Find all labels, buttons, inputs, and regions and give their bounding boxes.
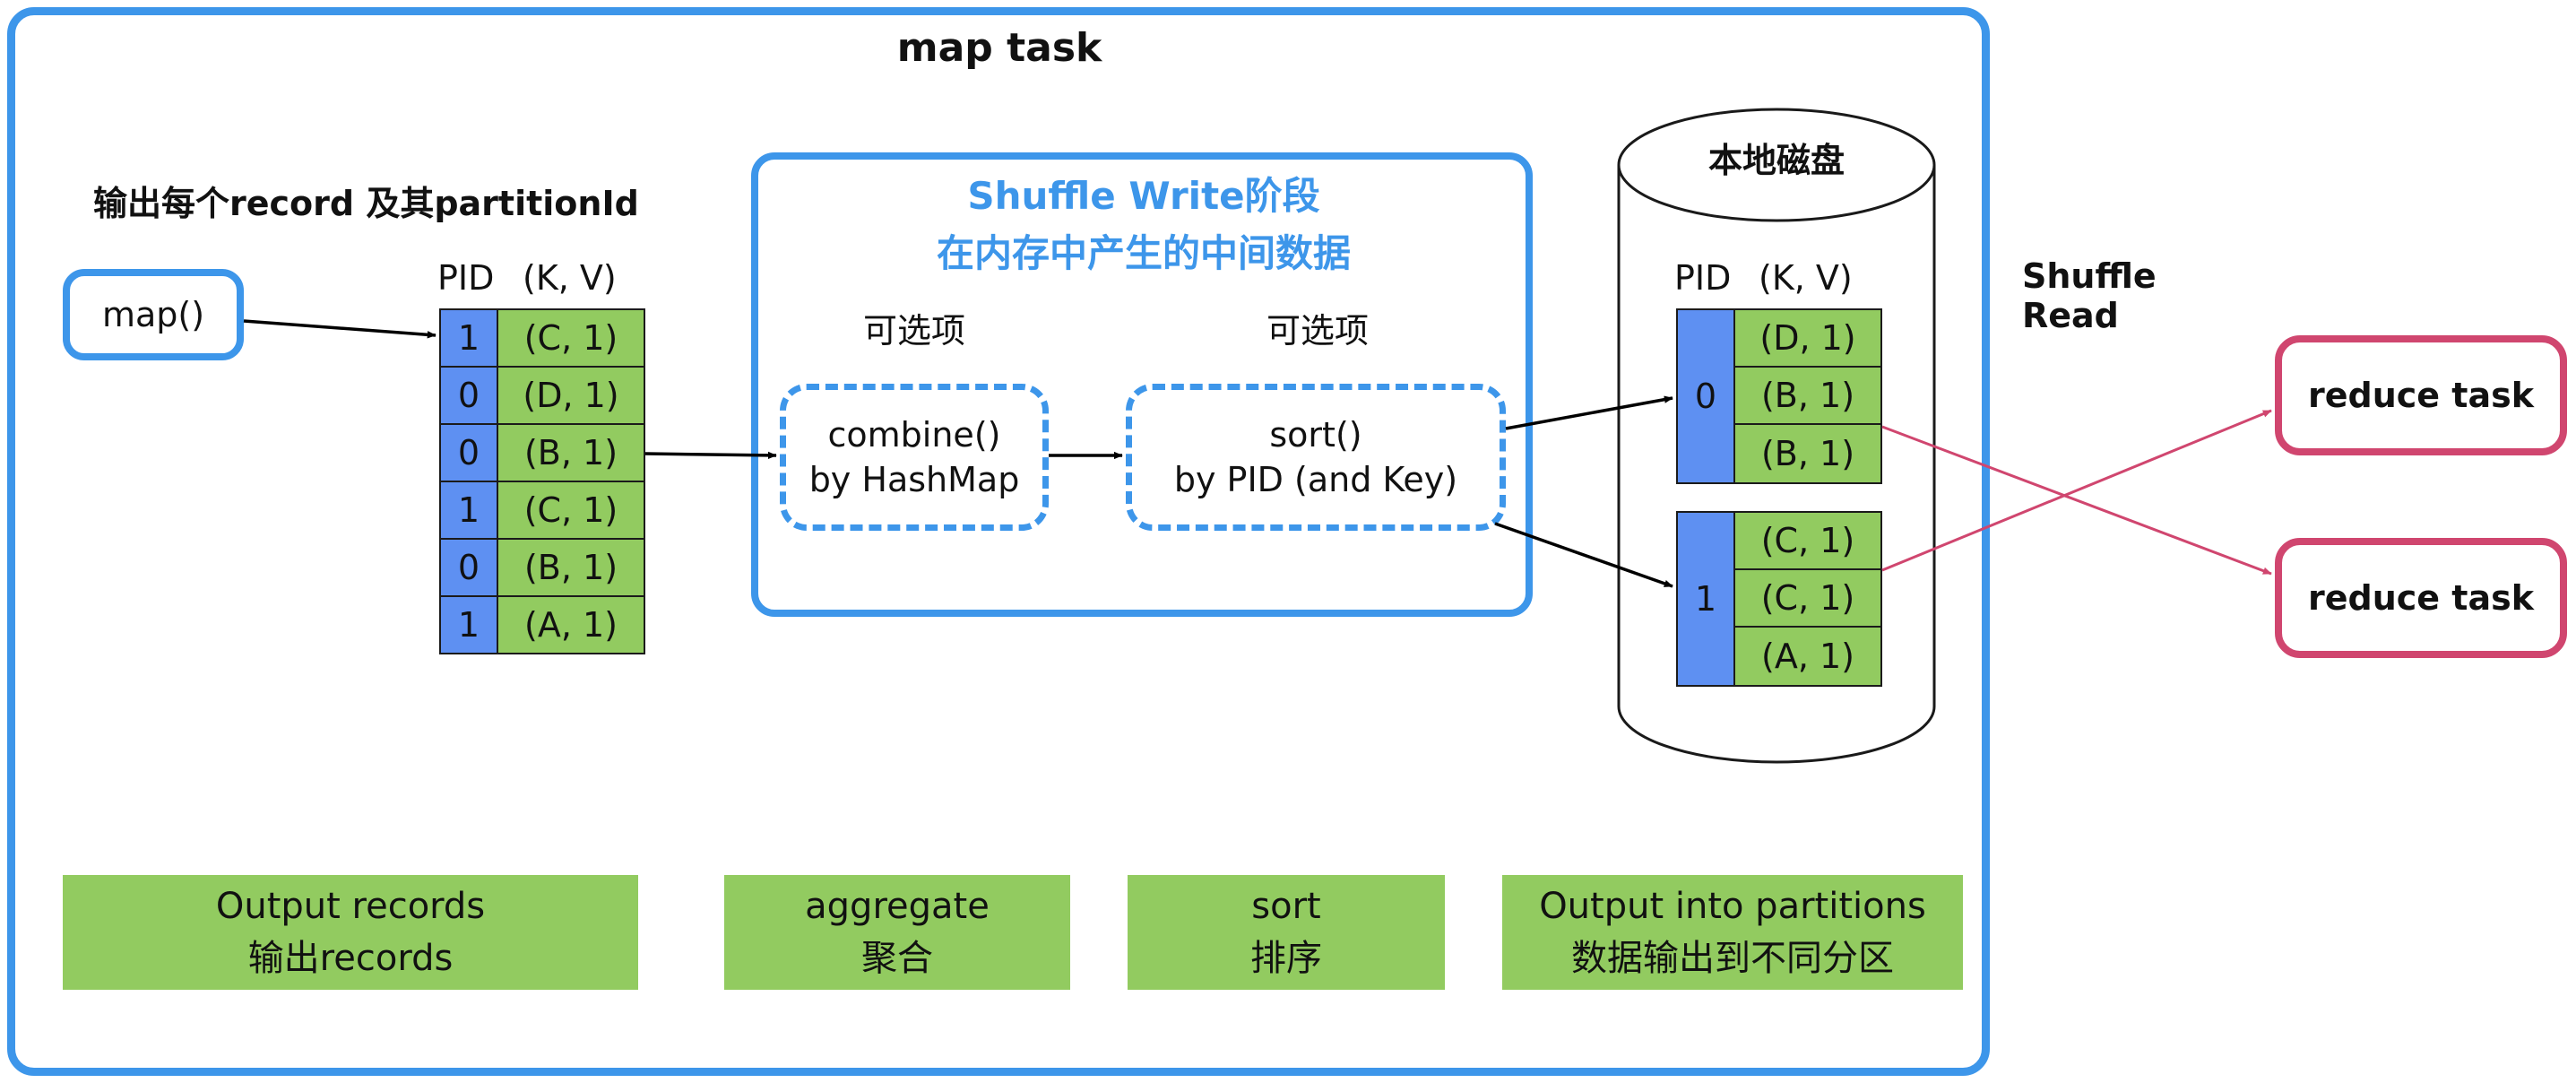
disk-table-pid-header: PID [1674,258,1732,298]
record-pid-cell: 0 [439,423,498,482]
partition-pid-cell: 0 [1676,308,1735,484]
step-label-zh: 输出records [247,938,454,979]
record-pid-cell: 1 [439,481,498,540]
optional-label-sort: 可选项 [1266,311,1369,351]
record-kv-cell: (A, 1) [497,595,645,654]
reduce-task-label: reduce task [2308,376,2534,415]
record-pid-cell: 0 [439,366,498,425]
output-records-label: 输出每个record 及其partitionId [93,184,639,223]
step-label-en: Output records [215,886,486,927]
partition-kv-cell: (A, 1) [1733,626,1882,687]
reduce-task-box[interactable]: reduce task [2275,335,2567,455]
partition-kv-cell: (D, 1) [1733,308,1882,368]
map-function-box[interactable]: map() [63,269,244,360]
sort-label: sort() [1269,415,1362,455]
shuffle-write-box [751,152,1533,617]
records-table-pid-header: PID [437,258,495,298]
shuffle-write-subtitle: 在内存中产生的中间数据 [936,231,1351,275]
map-function-label: map() [101,295,205,334]
reduce-task-label: reduce task [2308,578,2534,618]
optional-label-combine: 可选项 [862,311,965,351]
combine-method-label: by HashMap [808,460,1020,499]
disk-partition-0: 0 (D, 1) (B, 1) (B, 1) [1676,308,1882,484]
shuffle-read-label: Shuffle Read [2022,256,2157,335]
reduce-task-box[interactable]: reduce task [2275,538,2567,658]
partition-kv-cell: (C, 1) [1733,568,1882,628]
combine-box[interactable]: combine() by HashMap [780,384,1049,531]
step-label-en: sort [1251,886,1321,927]
record-kv-cell: (B, 1) [497,538,645,597]
record-kv-cell: (C, 1) [497,481,645,540]
step-label-en: Output into partitions [1539,886,1926,927]
step-output-records: Output records 输出records [63,875,638,990]
record-kv-cell: (D, 1) [497,366,645,425]
sort-box[interactable]: sort() by PID (and Key) [1126,384,1506,531]
records-table-kv-header: (K, V) [523,258,617,298]
step-aggregate: aggregate 聚合 [724,875,1070,990]
step-label-zh: 数据输出到不同分区 [1571,938,1894,979]
record-pid-cell: 0 [439,538,498,597]
step-label-en: aggregate [805,886,990,927]
sort-method-label: by PID (and Key) [1173,460,1458,499]
shuffle-write-title: Shuffle Write阶段 [967,174,1320,218]
combine-label: combine() [827,415,1001,455]
record-pid-cell: 1 [439,308,498,368]
step-sort: sort 排序 [1128,875,1445,990]
step-output-partitions: Output into partitions 数据输出到不同分区 [1502,875,1963,990]
step-label-zh: 聚合 [861,938,933,979]
disk-table-kv-header: (K, V) [1759,258,1853,298]
partition-kv-cell: (B, 1) [1733,366,1882,425]
record-kv-cell: (B, 1) [497,423,645,482]
local-disk-title: 本地磁盘 [1707,141,1845,180]
step-label-zh: 排序 [1250,938,1322,979]
disk-partition-1: 1 (C, 1) (C, 1) (A, 1) [1676,511,1882,687]
partition-kv-cell: (B, 1) [1733,423,1882,484]
record-kv-cell: (C, 1) [497,308,645,368]
records-table: 1 (C, 1) 0 (D, 1) 0 (B, 1) 1 (C, 1) 0 (B… [439,308,645,656]
map-task-title: map task [896,25,1102,71]
record-pid-cell: 1 [439,595,498,654]
partition-pid-cell: 1 [1676,511,1735,687]
partition-kv-cell: (C, 1) [1733,511,1882,570]
